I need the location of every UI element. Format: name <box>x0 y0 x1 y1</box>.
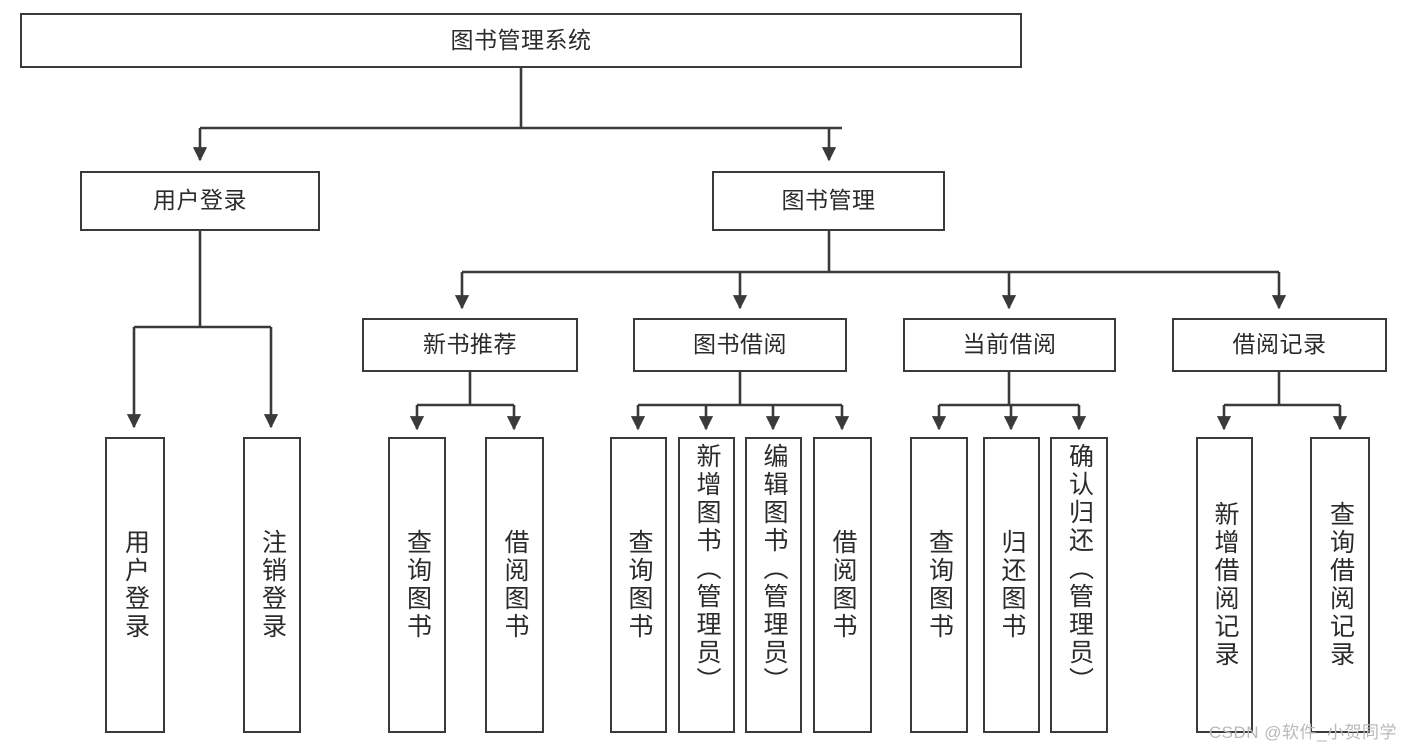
node-book-borrow[interactable]: 图书借阅 <box>633 318 847 372</box>
node-leaf-return-book-label: 归还图书 <box>998 529 1026 641</box>
node-leaf-return-book[interactable]: 归还图书 <box>983 437 1040 733</box>
node-leaf-query-record-label: 查询借阅记录 <box>1326 501 1355 669</box>
node-leaf-user-login-label: 用户登录 <box>121 529 150 641</box>
node-leaf-logout-label: 注销登录 <box>258 529 287 641</box>
node-user-login[interactable]: 用户登录 <box>80 171 320 231</box>
node-book-borrow-label: 图书借阅 <box>693 331 787 358</box>
node-leaf-query-record[interactable]: 查询借阅记录 <box>1310 437 1370 733</box>
node-leaf-add-book-label: 新增图书（管理员） <box>693 443 721 695</box>
node-leaf-borrow-book-2-label: 借阅图书 <box>829 529 857 641</box>
watermark: CSDN @软件_小贺同学 <box>1208 723 1397 742</box>
node-leaf-confirm-return[interactable]: 确认归还（管理员） <box>1050 437 1108 733</box>
node-leaf-query-book-1-label: 查询图书 <box>403 529 432 641</box>
node-leaf-logout[interactable]: 注销登录 <box>243 437 301 733</box>
node-leaf-add-book[interactable]: 新增图书（管理员） <box>678 437 735 733</box>
node-leaf-edit-book-label: 编辑图书（管理员） <box>760 443 788 695</box>
node-leaf-user-login[interactable]: 用户登录 <box>105 437 165 733</box>
node-book-manage[interactable]: 图书管理 <box>712 171 945 231</box>
node-user-login-label: 用户登录 <box>153 187 247 214</box>
node-root[interactable]: 图书管理系统 <box>20 13 1022 68</box>
node-current-borrow[interactable]: 当前借阅 <box>903 318 1116 372</box>
node-book-manage-label: 图书管理 <box>781 187 876 214</box>
node-leaf-query-book-3[interactable]: 查询图书 <box>910 437 968 733</box>
node-leaf-edit-book[interactable]: 编辑图书（管理员） <box>745 437 802 733</box>
node-leaf-borrow-book-1-label: 借阅图书 <box>501 529 529 641</box>
node-leaf-add-record-label: 新增借阅记录 <box>1211 501 1239 669</box>
node-borrow-record[interactable]: 借阅记录 <box>1172 318 1387 372</box>
node-new-book-recommend-label: 新书推荐 <box>423 331 517 358</box>
node-leaf-borrow-book-1[interactable]: 借阅图书 <box>485 437 544 733</box>
node-new-book-recommend[interactable]: 新书推荐 <box>362 318 578 372</box>
node-leaf-query-book-1[interactable]: 查询图书 <box>388 437 446 733</box>
node-leaf-add-record[interactable]: 新增借阅记录 <box>1196 437 1253 733</box>
node-leaf-confirm-return-label: 确认归还（管理员） <box>1065 443 1094 695</box>
node-leaf-borrow-book-2[interactable]: 借阅图书 <box>813 437 872 733</box>
node-root-label: 图书管理系统 <box>450 26 592 53</box>
node-leaf-query-book-2-label: 查询图书 <box>625 529 653 641</box>
node-leaf-query-book-2[interactable]: 查询图书 <box>610 437 667 733</box>
node-leaf-query-book-3-label: 查询图书 <box>925 529 954 641</box>
node-current-borrow-label: 当前借阅 <box>962 331 1057 358</box>
node-borrow-record-label: 借阅记录 <box>1232 331 1327 358</box>
